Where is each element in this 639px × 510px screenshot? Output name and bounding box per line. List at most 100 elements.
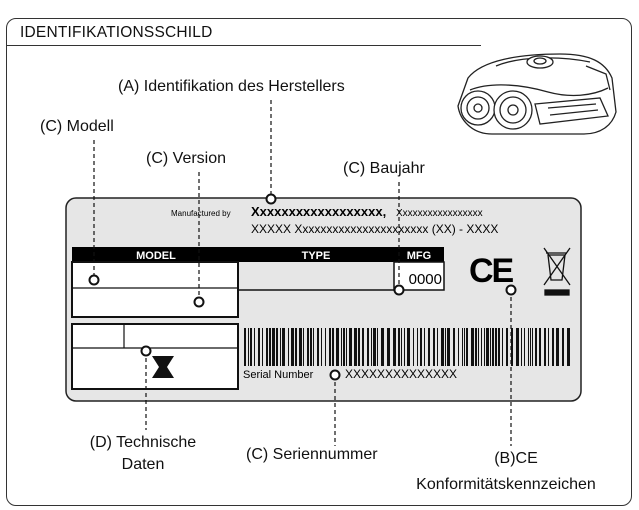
barcode-bar	[516, 328, 519, 366]
callout-manufacturer: (A) Identifikation des Herstellers	[118, 78, 345, 95]
callout-model: (C) Modell	[40, 118, 114, 135]
barcode-bar	[433, 328, 435, 366]
barcode-bar	[321, 328, 322, 366]
barcode-bar	[544, 328, 546, 366]
barcode-bar	[258, 328, 260, 366]
barcode-bar	[266, 328, 268, 366]
barcode-bar	[521, 328, 522, 366]
barcode-bar	[295, 328, 297, 366]
barcode-bar	[244, 328, 246, 366]
barcode-bar	[393, 328, 396, 366]
barcode-bar	[420, 328, 422, 366]
dot-technical-data	[140, 345, 152, 357]
type-field	[237, 262, 394, 291]
barcode-bar	[539, 328, 541, 366]
barcode-bar	[511, 328, 513, 366]
dot-ce-mark	[505, 284, 517, 296]
model-column-header: MODEL	[136, 250, 176, 262]
barcode-bar	[428, 328, 430, 366]
leader-lines	[93, 100, 512, 446]
barcode-bar	[424, 328, 425, 366]
serial-number-value: XXXXXXXXXXXXXX	[345, 367, 457, 381]
barcode-bar	[453, 328, 455, 366]
barcode-bar	[332, 328, 334, 366]
barcode-bar	[354, 328, 357, 366]
barcode-bar	[398, 328, 400, 366]
dot-year	[393, 284, 405, 296]
barcode-bar	[458, 328, 459, 366]
robot-mower-illustration	[457, 53, 617, 135]
mfg-column-header: MFG	[407, 250, 431, 262]
callout-technical-data-line2: Daten	[121, 456, 165, 473]
barcode-bar	[373, 328, 376, 366]
cross-marker-icon	[152, 356, 174, 378]
barcode-bar	[310, 328, 312, 366]
barcode-bar	[490, 328, 491, 366]
type-column-header: TYPE	[302, 250, 331, 262]
barcode-bar	[502, 328, 503, 366]
barcode-bar	[524, 328, 525, 366]
barcode-bar	[343, 328, 345, 366]
model-header-bar	[72, 247, 238, 262]
barcode-bar	[313, 328, 314, 366]
barcode-bar	[280, 328, 281, 366]
callout-ce-line1: (B)CE	[494, 450, 538, 467]
barcode-bar	[475, 328, 477, 366]
barcode	[244, 328, 570, 366]
barcode-bar	[349, 328, 352, 366]
barcode-bar	[291, 328, 294, 366]
barcode-bar	[478, 328, 479, 366]
barcode-bar	[407, 328, 410, 366]
manufacturer-name: Xxxxxxxxxxxxxxxxxx,	[251, 204, 386, 219]
barcode-bar	[387, 328, 390, 366]
barcode-bar	[528, 328, 529, 366]
barcode-bar	[401, 328, 402, 366]
barcode-bar	[462, 328, 463, 366]
barcode-bar	[535, 328, 537, 366]
barcode-bar	[447, 328, 450, 366]
barcode-bar	[329, 328, 331, 366]
type-header-bar	[238, 247, 394, 262]
callout-technical-data: (D) Technische Daten	[48, 432, 238, 476]
barcode-bar	[367, 328, 369, 366]
barcode-bar	[506, 328, 508, 366]
barcode-bar	[552, 328, 554, 366]
barcode-bar	[417, 328, 418, 366]
manufactured-by-label: Manufactured by	[171, 209, 231, 218]
barcode-bar	[466, 328, 468, 366]
barcode-bar	[282, 328, 285, 366]
dot-version	[193, 296, 205, 308]
barcode-bar	[495, 328, 497, 366]
barcode-bar	[492, 328, 494, 366]
barcode-bar	[303, 328, 304, 366]
mfg-header-bar	[394, 247, 444, 262]
barcode-bar	[413, 328, 414, 366]
barcode-bar	[336, 328, 339, 366]
barcode-bar	[445, 328, 446, 366]
leader-dots	[88, 193, 517, 381]
barcode-bar	[437, 328, 438, 366]
barcode-bar	[548, 328, 549, 366]
barcode-bar	[381, 328, 384, 366]
barcode-bar	[317, 328, 319, 366]
mfg-year-value: 0000	[409, 271, 442, 288]
ce-mark: CE	[469, 252, 514, 290]
barcode-bar	[371, 328, 372, 366]
dot-model	[88, 274, 100, 286]
barcode-bar	[377, 328, 378, 366]
barcode-bar	[484, 328, 485, 366]
barcode-bar	[276, 328, 278, 366]
barcode-bar	[556, 328, 559, 366]
callout-technical-data-line1: (D) Technische	[89, 434, 197, 451]
barcode-bar	[346, 328, 347, 366]
barcode-bar	[567, 328, 570, 366]
barcode-bar	[562, 328, 564, 366]
callout-ce-line2: Konformitätskennzeichen	[416, 476, 596, 493]
barcode-bar	[441, 328, 444, 366]
outer-frame	[6, 18, 632, 506]
barcode-bar	[254, 328, 255, 366]
header-divider	[6, 45, 481, 46]
barcode-bar	[530, 328, 531, 366]
barcode-bar	[486, 328, 489, 366]
